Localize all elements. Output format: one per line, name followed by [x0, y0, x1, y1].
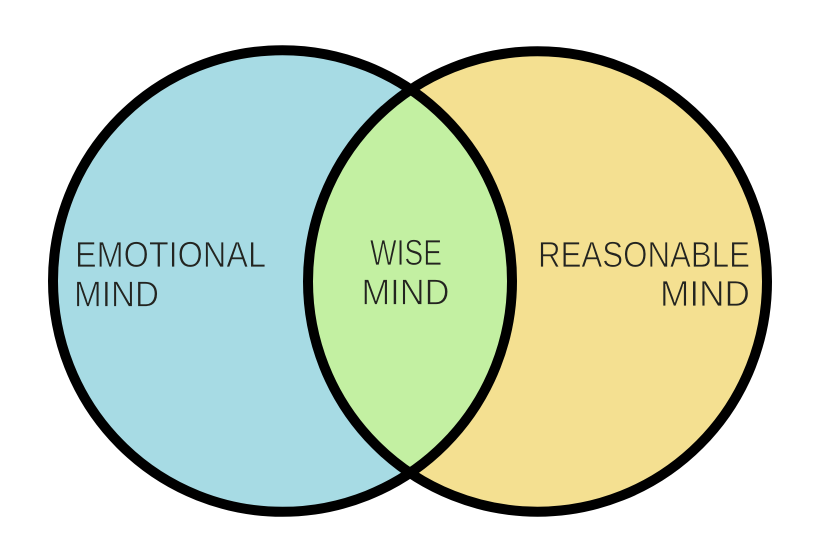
svg-text:MIND: MIND: [74, 274, 159, 315]
svg-text:MIND: MIND: [660, 273, 750, 314]
svg-text:WISE: WISE: [370, 232, 442, 273]
svg-text:EMOTIONAL: EMOTIONAL: [75, 234, 266, 275]
svg-text:MIND: MIND: [362, 272, 450, 313]
svg-text:REASONABLE: REASONABLE: [538, 234, 750, 275]
